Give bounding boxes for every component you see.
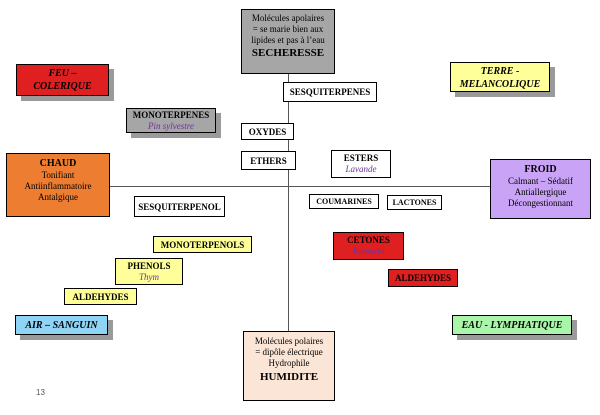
eau-lymphatique-box: EAU - LYMPHATIQUE bbox=[452, 315, 572, 335]
froid-title: FROID bbox=[524, 164, 557, 175]
aldehydes-left-box: ALDEHYDES bbox=[64, 288, 137, 305]
esters-label: ESTERS bbox=[343, 153, 379, 163]
humidite-line1: Molécules polaires bbox=[254, 336, 324, 346]
monoterpenes-label: MONOTERPENES bbox=[132, 110, 210, 120]
coumarines-box: COUMARINES bbox=[309, 194, 379, 209]
aldehydes-left-label: ALDEHYDES bbox=[72, 291, 129, 302]
secheresse-box: Molécules apolaires = se marie bien aux … bbox=[241, 9, 335, 74]
phenols-box: PHENOLS Thym bbox=[115, 258, 183, 285]
air-sanguin-box: AIR – SANGUIN bbox=[15, 315, 108, 335]
secheresse-line1: Molécules apolaires bbox=[251, 13, 325, 23]
esters-example: Lavande bbox=[345, 164, 377, 174]
monoterpenes-box: MONOTERPENES Pin sylvestre bbox=[126, 108, 216, 133]
sesquiterpenol-box: SESQUITERPENOL bbox=[134, 196, 225, 217]
feu-line2: COLERIQUE bbox=[33, 81, 92, 92]
lactones-label: LACTONES bbox=[392, 198, 437, 207]
froid-box: FROID Calmant – Sédatif Antiallergique D… bbox=[490, 159, 591, 219]
monoterpenols-box: MONOTERPENOLS bbox=[153, 236, 252, 253]
chaud-box: CHAUD Tonifiant Antiinflammatoire Antalg… bbox=[6, 153, 110, 217]
sesquiterpenol-label: SESQUITERPENOL bbox=[138, 201, 221, 212]
coumarines-label: COUMARINES bbox=[316, 197, 372, 206]
humidite-line3: Hydrophile bbox=[268, 358, 310, 368]
lactones-box: LACTONES bbox=[387, 195, 442, 210]
cetones-label: CETONES bbox=[347, 235, 390, 245]
ethers-box: ETHERS bbox=[241, 151, 296, 170]
aldehydes-right-label: ALDEHYDES bbox=[394, 273, 451, 283]
eau-label: EAU - LYMPHATIQUE bbox=[461, 319, 563, 331]
secheresse-line3: lipides et pas à l’eau bbox=[251, 35, 325, 45]
froid-line1: Calmant – Sédatif bbox=[508, 176, 573, 186]
humidite-line2: = dipôle électrique bbox=[255, 347, 323, 357]
oxydes-label: OXYDES bbox=[248, 126, 287, 137]
cetones-box: CETONES Romarin bbox=[333, 232, 404, 260]
terre-line1: TERRE - bbox=[480, 66, 520, 77]
secheresse-line2: = se marie bien aux bbox=[252, 24, 324, 34]
feu-colerique-box: FEU – COLERIQUE bbox=[16, 64, 109, 96]
vertical-axis bbox=[288, 74, 289, 336]
secheresse-title: SECHERESSE bbox=[251, 47, 325, 59]
chaud-line3: Antalgique bbox=[38, 192, 78, 202]
phenols-label: PHENOLS bbox=[127, 261, 171, 271]
air-label: AIR – SANGUIN bbox=[25, 319, 98, 331]
sesquiterpenes-label: SESQUITERPENES bbox=[289, 87, 371, 97]
oxydes-box: OXYDES bbox=[241, 123, 294, 140]
cetones-example: Romarin bbox=[352, 246, 385, 256]
chaud-line1: Tonifiant bbox=[41, 170, 75, 180]
page-number: 13 bbox=[36, 388, 45, 397]
monoterpenes-example: Pin sylvestre bbox=[148, 121, 194, 131]
monoterpenols-label: MONOTERPENOLS bbox=[160, 239, 245, 250]
froid-line2: Antiallergique bbox=[514, 187, 567, 197]
humidite-title: HUMIDITE bbox=[259, 371, 319, 383]
ethers-label: ETHERS bbox=[250, 155, 287, 166]
humidite-box: Molécules polaires = dipôle électrique H… bbox=[243, 331, 335, 401]
esters-box: ESTERS Lavande bbox=[331, 150, 391, 178]
sesquiterpenes-box: SESQUITERPENES bbox=[283, 82, 377, 102]
feu-line1: FEU – bbox=[48, 68, 77, 79]
terre-melancolique-box: TERRE - MELANCOLIQUE bbox=[450, 62, 550, 92]
phenols-example: Thym bbox=[139, 272, 159, 282]
horizontal-axis bbox=[110, 186, 492, 187]
chaud-line2: Antiinflammatoire bbox=[24, 181, 92, 191]
froid-line3: Décongestionnant bbox=[508, 198, 573, 208]
aldehydes-right-box: ALDEHYDES bbox=[388, 269, 458, 287]
chaud-title: CHAUD bbox=[39, 158, 77, 169]
terre-line2: MELANCOLIQUE bbox=[459, 79, 541, 90]
